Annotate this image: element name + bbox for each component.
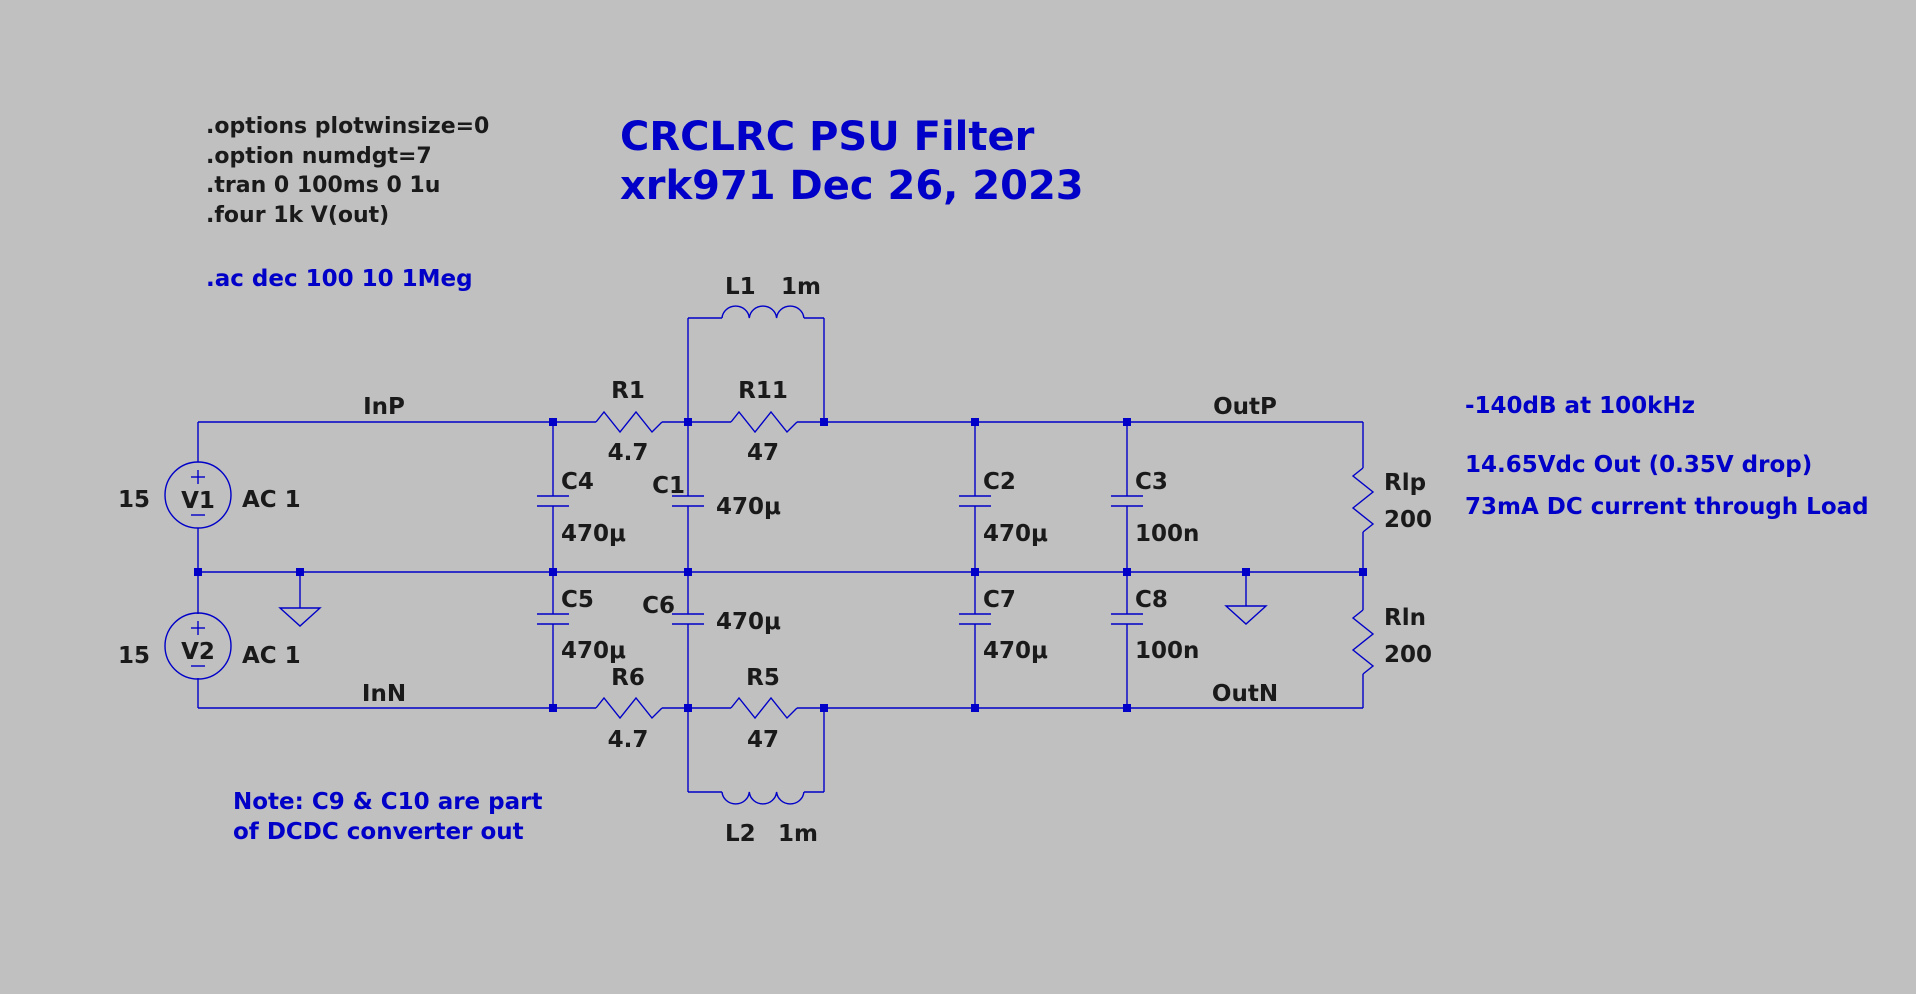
c1-name: C1 <box>652 473 685 499</box>
l1-name: L1 <box>725 274 756 300</box>
capacitor-c5[interactable] <box>537 613 569 646</box>
rlp-name: Rlp <box>1384 470 1426 496</box>
c7-value: 470μ <box>983 638 1048 664</box>
c2-name: C2 <box>983 469 1016 495</box>
c3-name: C3 <box>1135 469 1168 495</box>
resistor-rlp[interactable] <box>1351 467 1375 533</box>
v1-ac: AC 1 <box>242 487 301 513</box>
c6-value: 470μ <box>716 609 781 635</box>
r5-name: R5 <box>746 665 780 691</box>
v2-value: 15 <box>118 643 150 669</box>
c5-name: C5 <box>561 587 594 613</box>
directive-ac[interactable]: .ac dec 100 10 1Meg <box>206 266 473 292</box>
directive-tran[interactable]: .tran 0 100ms 0 1u <box>206 173 440 198</box>
c4-value: 470μ <box>561 521 626 547</box>
r1-name: R1 <box>611 378 645 404</box>
schematic-subtitle: xrk971 Dec 26, 2023 <box>620 163 1084 209</box>
c8-name: C8 <box>1135 587 1168 613</box>
c2-value: 470μ <box>983 521 1048 547</box>
c4-name: C4 <box>561 469 594 495</box>
capacitor-c2[interactable] <box>959 495 991 528</box>
inductor-l2[interactable] <box>721 791 805 805</box>
c6-name: C6 <box>642 593 675 619</box>
capacitor-c1[interactable] <box>672 495 704 528</box>
net-label-outn[interactable]: OutN <box>1212 681 1278 707</box>
comment-note-line2[interactable]: of DCDC converter out <box>233 819 524 845</box>
inductor-l1[interactable] <box>721 305 805 319</box>
c1-value: 470μ <box>716 494 781 520</box>
comment-attenuation[interactable]: -140dB at 100kHz <box>1465 393 1695 419</box>
c8-value: 100n <box>1135 638 1199 664</box>
comment-current[interactable]: 73mA DC current through Load <box>1465 494 1869 520</box>
c7-name: C7 <box>983 587 1016 613</box>
resistor-r1[interactable] <box>595 410 663 434</box>
rlp-value: 200 <box>1384 507 1432 533</box>
capacitor-c6[interactable] <box>672 613 704 646</box>
ground-left-icon <box>278 607 322 627</box>
v2-ac: AC 1 <box>242 643 301 669</box>
capacitor-c3[interactable] <box>1111 495 1143 528</box>
directive-options[interactable]: .options plotwinsize=0 <box>206 114 489 139</box>
l1-value: 1m <box>781 274 821 300</box>
capacitor-c8[interactable] <box>1111 613 1143 646</box>
resistor-rln[interactable] <box>1351 609 1375 675</box>
v2-name: V2 <box>181 639 215 665</box>
schematic-title: CRCLRC PSU Filter <box>620 114 1035 160</box>
r5-value: 47 <box>747 727 779 753</box>
resistor-r11[interactable] <box>730 410 798 434</box>
net-label-inp[interactable]: InP <box>363 394 405 420</box>
resistor-r5[interactable] <box>730 696 798 720</box>
v1-name: V1 <box>181 488 215 514</box>
directive-four[interactable]: .four 1k V(out) <box>206 203 389 228</box>
voltage-source-v1[interactable]: V1 <box>164 461 232 529</box>
ground-right-icon <box>1224 605 1268 625</box>
l2-value: 1m <box>778 821 818 847</box>
rln-value: 200 <box>1384 642 1432 668</box>
comment-note-line1[interactable]: Note: C9 & C10 are part <box>233 789 543 815</box>
capacitor-c7[interactable] <box>959 613 991 646</box>
r1-value: 4.7 <box>608 440 649 466</box>
v1-value: 15 <box>118 487 150 513</box>
resistor-r6[interactable] <box>595 696 663 720</box>
r11-name: R11 <box>738 378 788 404</box>
voltage-source-v2[interactable]: V2 <box>164 612 232 680</box>
directive-numdgt[interactable]: .option numdgt=7 <box>206 144 432 169</box>
r6-value: 4.7 <box>608 727 649 753</box>
r11-value: 47 <box>747 440 779 466</box>
net-label-outp[interactable]: OutP <box>1213 394 1277 420</box>
c3-value: 100n <box>1135 521 1199 547</box>
comment-vout[interactable]: 14.65Vdc Out (0.35V drop) <box>1465 452 1812 478</box>
capacitor-c4[interactable] <box>537 495 569 528</box>
c5-value: 470μ <box>561 638 626 664</box>
l2-name: L2 <box>725 821 756 847</box>
junctions <box>194 418 1367 712</box>
r6-name: R6 <box>611 665 645 691</box>
rln-name: Rln <box>1384 605 1426 631</box>
net-label-inn[interactable]: InN <box>362 681 406 707</box>
